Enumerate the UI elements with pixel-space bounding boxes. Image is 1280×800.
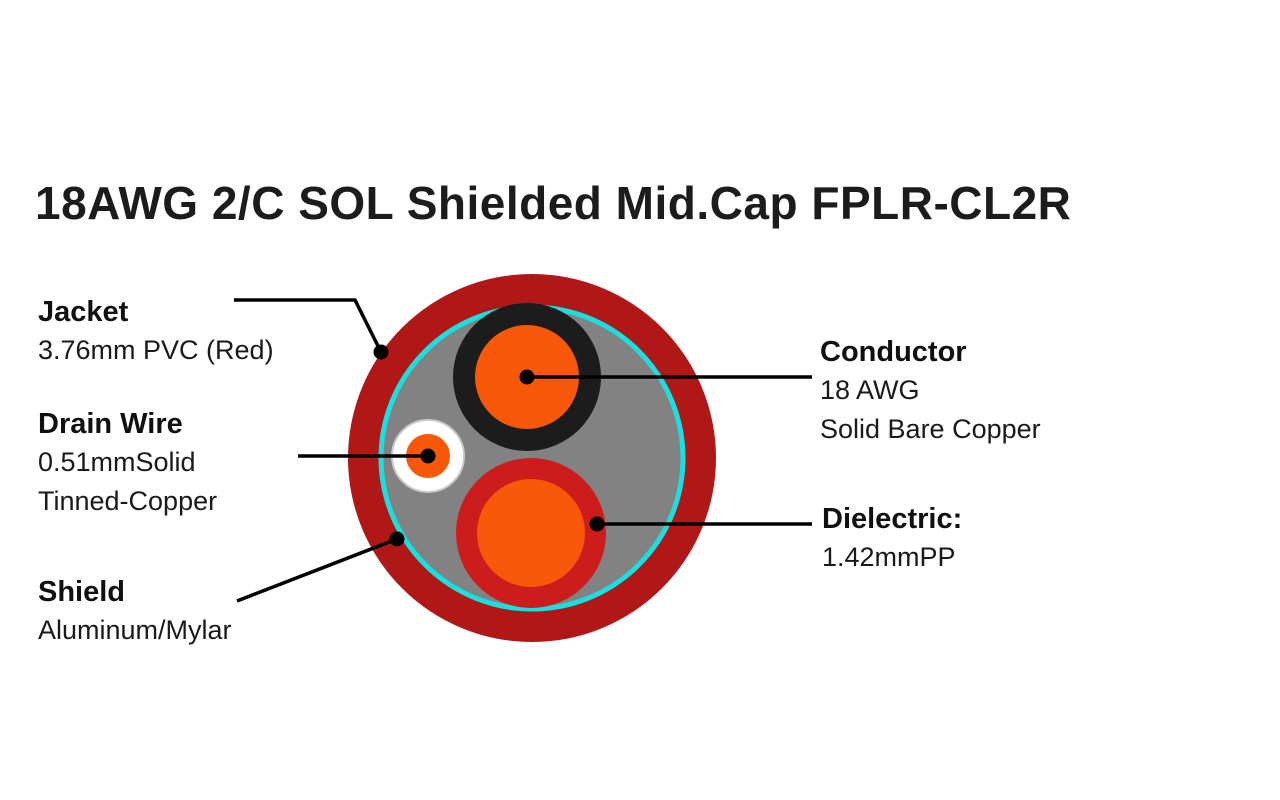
label-drain-wire-spec-1: 0.51mmSolid <box>38 447 196 477</box>
callout-dot-drain-wire <box>420 448 436 464</box>
conductor-bottom-core <box>477 479 585 587</box>
label-jacket: Jacket 3.76mm PVC (Red) <box>38 293 274 370</box>
label-dielectric-heading: Dielectric: <box>822 503 963 535</box>
label-drain-wire: Drain Wire 0.51mmSolid Tinned-Copper <box>38 405 217 521</box>
label-dielectric: Dielectric: 1.42mmPP <box>822 500 962 577</box>
page-title: 18AWG 2/C SOL Shielded Mid.Cap FPLR-CL2R <box>35 177 1072 229</box>
label-dielectric-spec: 1.42mmPP <box>822 542 956 572</box>
label-jacket-spec: 3.76mm PVC (Red) <box>38 335 274 365</box>
callout-dot-conductor <box>519 369 535 385</box>
label-shield: Shield Aluminum/Mylar <box>38 573 232 650</box>
callout-dot-dielectric <box>589 516 605 532</box>
label-conductor-spec-1: 18 AWG <box>820 375 920 405</box>
label-conductor-spec-2: Solid Bare Copper <box>820 414 1041 444</box>
label-jacket-heading: Jacket <box>38 296 129 328</box>
label-conductor-heading: Conductor <box>820 336 967 368</box>
label-drain-wire-spec-2: Tinned-Copper <box>38 486 218 516</box>
callout-line-jacket <box>234 298 383 353</box>
label-conductor: Conductor 18 AWG Solid Bare Copper <box>820 333 1041 449</box>
label-shield-spec: Aluminum/Mylar <box>38 615 232 645</box>
callout-line-shield <box>236 537 398 603</box>
label-shield-heading: Shield <box>38 576 126 608</box>
callout-dot-shield <box>389 531 405 547</box>
label-drain-wire-heading: Drain Wire <box>38 408 183 440</box>
callout-dot-jacket <box>373 344 389 360</box>
